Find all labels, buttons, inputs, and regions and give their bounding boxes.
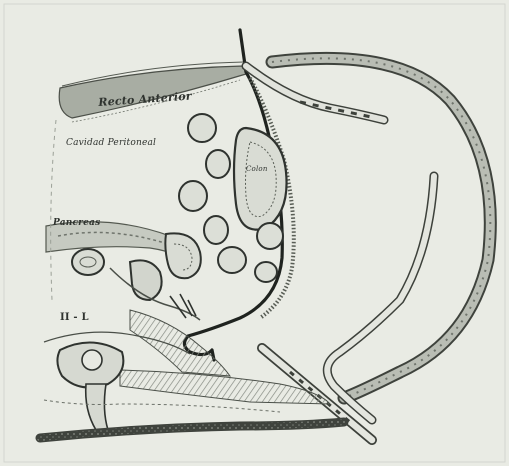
spinal-canal [82, 350, 102, 370]
bowel-loop [255, 262, 277, 282]
bowel-loop [204, 216, 228, 244]
label-pancreas: Pancreas [53, 219, 100, 228]
bowel-loop [206, 150, 230, 178]
label-colon: Colon [246, 166, 268, 173]
bowel-loop [257, 223, 283, 249]
label-ii-l: II - L [60, 313, 89, 323]
label-cavidad-peritoneal: Cavidad Peritoneal [66, 139, 156, 148]
renal-vessel [72, 249, 104, 275]
bowel-loop [218, 247, 246, 273]
bowel-loop [188, 114, 216, 142]
bowel-loop [179, 181, 207, 211]
